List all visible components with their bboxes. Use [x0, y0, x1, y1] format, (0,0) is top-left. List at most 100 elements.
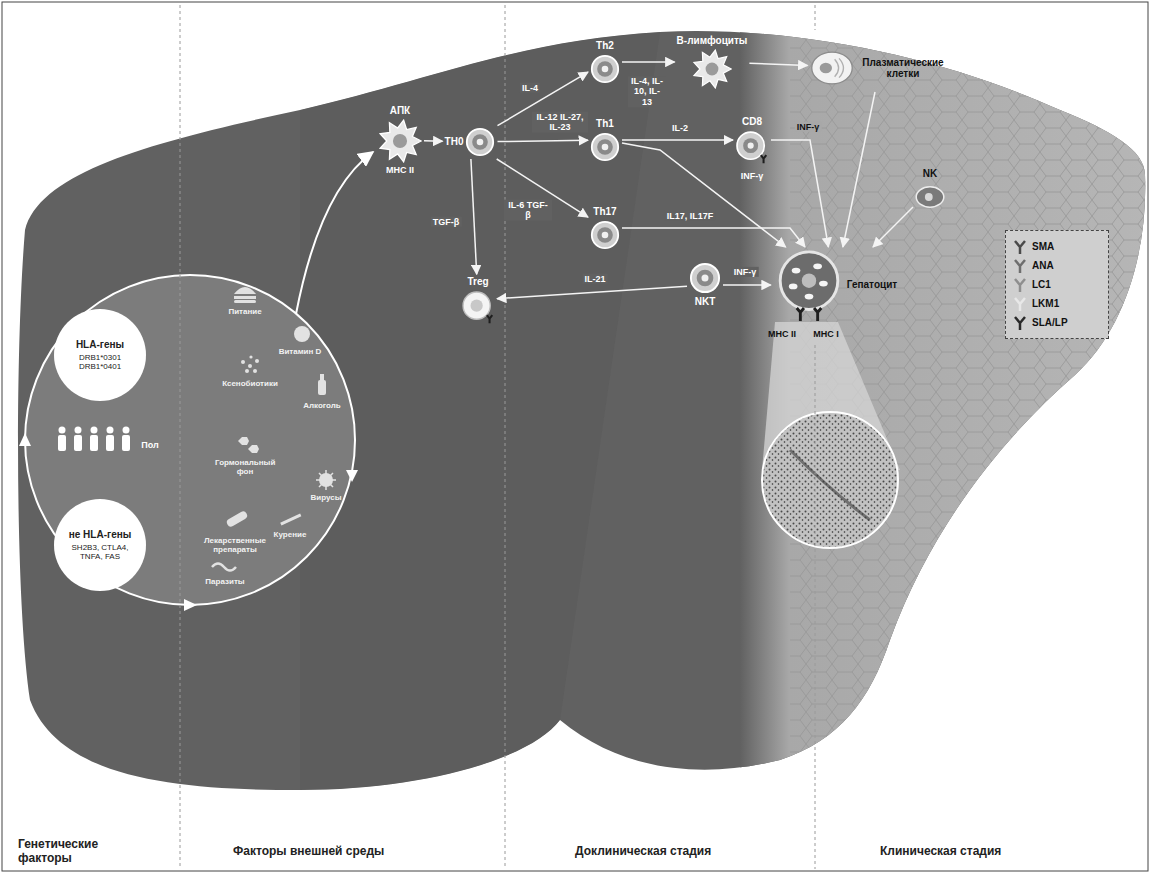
legend-row: ANA — [1014, 256, 1100, 275]
cell-node: NK — [915, 168, 945, 212]
stage-label: Генетические факторы — [18, 838, 128, 866]
star-symbol — [378, 119, 422, 163]
treg-symbol — [461, 290, 495, 324]
annotation-label: INF-γ — [741, 171, 764, 181]
cell-symbol — [465, 127, 495, 157]
connector — [497, 286, 687, 299]
annotation-label: Лекарственные препараты — [203, 536, 267, 554]
node-label: АПК — [390, 105, 410, 117]
edge-label: IL-21 — [582, 274, 607, 284]
annotation-label: Паразиты — [205, 577, 244, 586]
node-label: Th17 — [593, 206, 616, 218]
legend-text: SMA — [1032, 241, 1054, 252]
edge-label: IL17, IL17F — [665, 211, 716, 221]
connector — [771, 140, 828, 247]
cell-icon — [689, 262, 721, 294]
cell-symbol — [590, 220, 620, 250]
annotation-label: Вирусы — [310, 493, 341, 502]
annotation-label: Пол — [141, 440, 158, 450]
node-label: TH0 — [445, 136, 464, 148]
cell-node: Th2 — [590, 40, 620, 84]
node-label: CD8 — [742, 116, 762, 128]
cell-node: Гепатоцит — [773, 249, 897, 321]
cell-icon — [590, 54, 620, 84]
cd8-symbol — [735, 130, 769, 164]
legend-text: LC1 — [1032, 279, 1051, 290]
star-symbol — [692, 49, 732, 89]
annotation-label: MHC II — [768, 329, 796, 339]
antibody-symbol — [1014, 259, 1026, 273]
legend-row: LKM1 — [1014, 294, 1100, 313]
plasma-icon — [810, 46, 854, 90]
cell-symbol — [590, 132, 620, 162]
cell-node: Th1 — [590, 118, 620, 162]
node-label: Treg — [467, 276, 488, 288]
connector — [622, 143, 786, 247]
edge-label: INF-γ — [732, 267, 759, 277]
antibody-symbol — [1014, 278, 1026, 292]
node-label: NK — [923, 168, 937, 180]
nk-symbol — [915, 182, 945, 212]
cell-node: Th17 — [590, 206, 620, 250]
cell-node: Плазматические клетки — [810, 46, 951, 90]
gene-circle: не HLA-геныSH2B3, CTLA4, TNFA, FAS — [54, 499, 146, 591]
edge-label: TGF-β — [431, 217, 462, 227]
hep-icon — [773, 249, 845, 321]
connector — [749, 63, 807, 65]
node-label: HLA-гены — [76, 339, 124, 351]
legend-text: LKM1 — [1032, 298, 1059, 309]
cell-node: NKT — [689, 262, 721, 308]
connector — [622, 228, 805, 247]
gene-circle: HLA-геныDRB1*0301 DRB1*0401 — [54, 309, 146, 401]
edge-label: INF-γ — [795, 122, 822, 132]
connector — [622, 139, 733, 141]
connector — [622, 61, 675, 63]
node-label: Гепатоцит — [847, 279, 897, 291]
antibody-icon — [1014, 316, 1026, 330]
plasma-symbol — [810, 46, 854, 90]
connector — [498, 140, 589, 141]
connector — [843, 92, 875, 247]
star-icon — [378, 119, 422, 163]
node-label: Th2 — [596, 40, 614, 52]
edge-label: IL-4 — [520, 83, 540, 93]
antibody-icon — [1014, 297, 1026, 311]
antibody-symbol — [1014, 240, 1026, 254]
antibody-symbol — [1014, 316, 1026, 330]
legend-row: LC1 — [1014, 275, 1100, 294]
cell-node: TH0 — [445, 127, 496, 157]
cell-symbol — [590, 54, 620, 84]
legend-box: SMA ANA LC1LKM1SLA/LP — [1005, 230, 1109, 339]
annotation-label: Курение — [274, 530, 307, 539]
annotation-label: MHC I — [813, 329, 839, 339]
cd8-icon — [735, 130, 769, 164]
stage-label: Факторы внешней среды — [233, 845, 384, 859]
node-label: Плазматические клетки — [856, 57, 951, 80]
node-sublabel: DRB1*0301 DRB1*0401 — [63, 353, 137, 371]
node-label: Th1 — [596, 118, 614, 130]
cell-icon — [465, 127, 495, 157]
star-icon — [692, 49, 732, 89]
annotation-label: Витамин D — [279, 347, 322, 356]
annotation-label: Алкоголь — [303, 401, 341, 410]
cell-node: В-лимфоциты — [677, 35, 748, 89]
cell-icon — [590, 220, 620, 250]
cell-symbol — [689, 262, 721, 294]
hep-symbol — [773, 249, 845, 321]
legend-row: SLA/LP — [1014, 313, 1100, 332]
stage-label: Доклиническая стадия — [575, 845, 711, 859]
edge-label: IL-6 TGF-β — [504, 200, 552, 221]
cell-icon — [590, 132, 620, 162]
legend-row: SMA — [1014, 237, 1100, 256]
annotation-label: Ксенобиотики — [222, 379, 278, 388]
edge-label: IL-4, IL-10, IL-13 — [628, 76, 666, 107]
edge-label: IL-2 — [670, 123, 690, 133]
antibody-icon — [1014, 259, 1026, 273]
treg-icon — [461, 290, 495, 324]
antibody-icon — [1014, 240, 1026, 254]
cell-node: АПКMHC II — [378, 105, 422, 175]
node-label: В-лимфоциты — [677, 35, 748, 47]
connector — [471, 159, 477, 274]
annotation-label: Гормональный фон — [215, 458, 275, 476]
